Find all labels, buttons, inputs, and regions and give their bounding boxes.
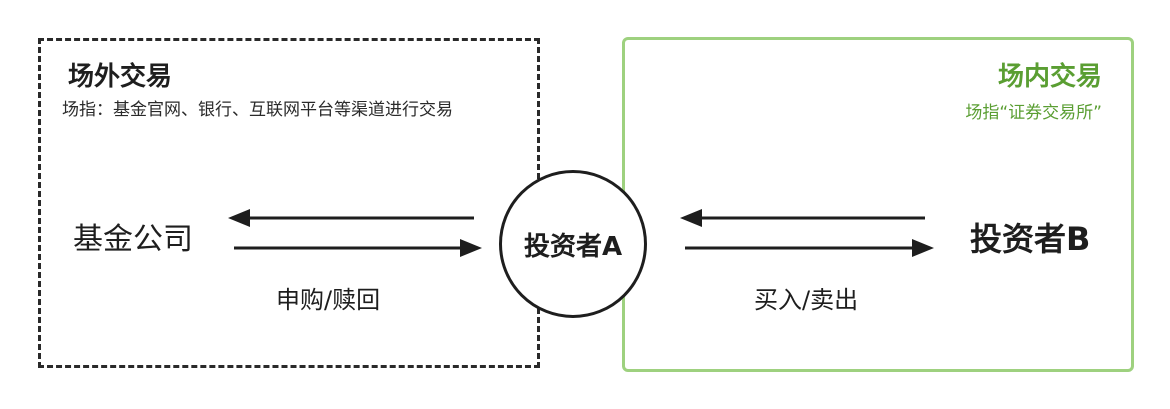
- off-exchange-description: 场指：基金官网、银行、互联网平台等渠道进行交易: [62, 100, 453, 120]
- investor-b-label: 投资者B: [970, 220, 1091, 258]
- fund-company-label: 基金公司: [73, 222, 193, 257]
- investor-a-label: 投资者A: [523, 231, 623, 262]
- arrow-to-fund-company: [228, 209, 474, 227]
- arrow-to-investor-a-right: [680, 209, 925, 227]
- subscribe-redeem-label: 申购/赎回: [276, 286, 381, 314]
- on-exchange-description: 场指“证券交易所”: [965, 103, 1102, 123]
- buy-sell-label: 买入/卖出: [754, 286, 859, 314]
- arrow-to-investor-a-left: [234, 239, 482, 257]
- off-exchange-title: 场外交易: [68, 62, 173, 92]
- arrow-to-investor-b: [685, 239, 934, 257]
- on-exchange-title: 场内交易: [997, 62, 1102, 92]
- investor-a-node: [499, 170, 647, 318]
